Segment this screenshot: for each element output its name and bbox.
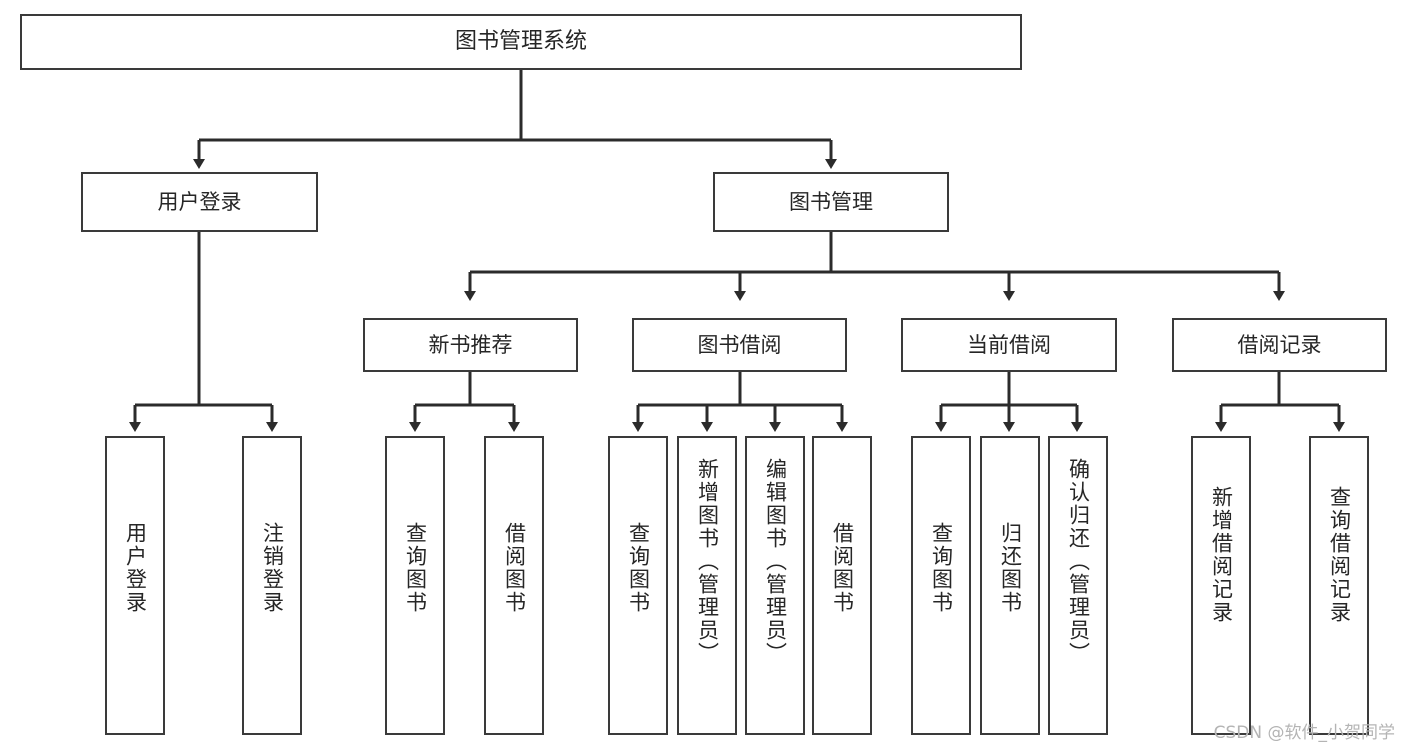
leaf-confirm-return-admin-label: 确认归还（管理员） xyxy=(1066,458,1091,665)
leaf-return-book[interactable]: 归还图书 xyxy=(980,436,1040,735)
node-borrow-records-label: 借阅记录 xyxy=(1237,332,1322,357)
leaf-add-borrow-record-label: 新增借阅记录 xyxy=(1209,486,1234,624)
leaf-add-book-admin[interactable]: 新增图书（管理员） xyxy=(677,436,737,735)
node-root-label: 图书管理系统 xyxy=(454,29,587,55)
leaf-query-borrow-record-label: 查询借阅记录 xyxy=(1327,486,1352,624)
leaf-borrow-book-label: 借阅图书 xyxy=(830,522,855,614)
node-borrow-records[interactable]: 借阅记录 xyxy=(1172,318,1387,372)
leaf-query-book-recommend-label: 查询图书 xyxy=(403,522,428,614)
leaf-borrow-book-recommend[interactable]: 借阅图书 xyxy=(484,436,544,735)
leaf-query-borrow-record[interactable]: 查询借阅记录 xyxy=(1309,436,1369,735)
leaf-edit-book-admin[interactable]: 编辑图书（管理员） xyxy=(745,436,805,735)
leaf-query-book-current[interactable]: 查询图书 xyxy=(911,436,971,735)
node-book-management[interactable]: 图书管理 xyxy=(713,172,949,232)
leaf-logout-label: 注销登录 xyxy=(260,522,285,614)
node-new-book-recommend-label: 新书推荐 xyxy=(428,332,513,357)
leaf-borrow-book-recommend-label: 借阅图书 xyxy=(502,522,527,614)
leaf-edit-book-admin-label: 编辑图书（管理员） xyxy=(763,458,788,665)
node-new-book-recommend[interactable]: 新书推荐 xyxy=(363,318,578,372)
node-book-management-label: 图书管理 xyxy=(789,189,873,214)
node-book-borrow[interactable]: 图书借阅 xyxy=(632,318,847,372)
leaf-query-book-recommend[interactable]: 查询图书 xyxy=(385,436,445,735)
node-user-login-label: 用户登录 xyxy=(157,189,242,214)
node-root[interactable]: 图书管理系统 xyxy=(20,14,1022,70)
node-book-borrow-label: 图书借阅 xyxy=(697,332,782,357)
leaf-logout[interactable]: 注销登录 xyxy=(242,436,302,735)
leaf-query-book-borrow[interactable]: 查询图书 xyxy=(608,436,668,735)
node-current-borrow[interactable]: 当前借阅 xyxy=(901,318,1117,372)
leaf-return-book-label: 归还图书 xyxy=(998,522,1023,614)
csdn-watermark: CSDN @软件_小贺同学 xyxy=(1213,723,1395,743)
leaf-add-borrow-record[interactable]: 新增借阅记录 xyxy=(1191,436,1251,735)
leaf-add-book-admin-label: 新增图书（管理员） xyxy=(695,458,720,665)
node-current-borrow-label: 当前借阅 xyxy=(967,332,1051,357)
leaf-query-book-borrow-label: 查询图书 xyxy=(626,522,651,614)
leaf-query-book-current-label: 查询图书 xyxy=(929,522,954,614)
node-user-login[interactable]: 用户登录 xyxy=(81,172,318,232)
leaf-borrow-book[interactable]: 借阅图书 xyxy=(812,436,872,735)
leaf-user-login-label: 用户登录 xyxy=(123,522,148,614)
leaf-user-login[interactable]: 用户登录 xyxy=(105,436,165,735)
leaf-confirm-return-admin[interactable]: 确认归还（管理员） xyxy=(1048,436,1108,735)
